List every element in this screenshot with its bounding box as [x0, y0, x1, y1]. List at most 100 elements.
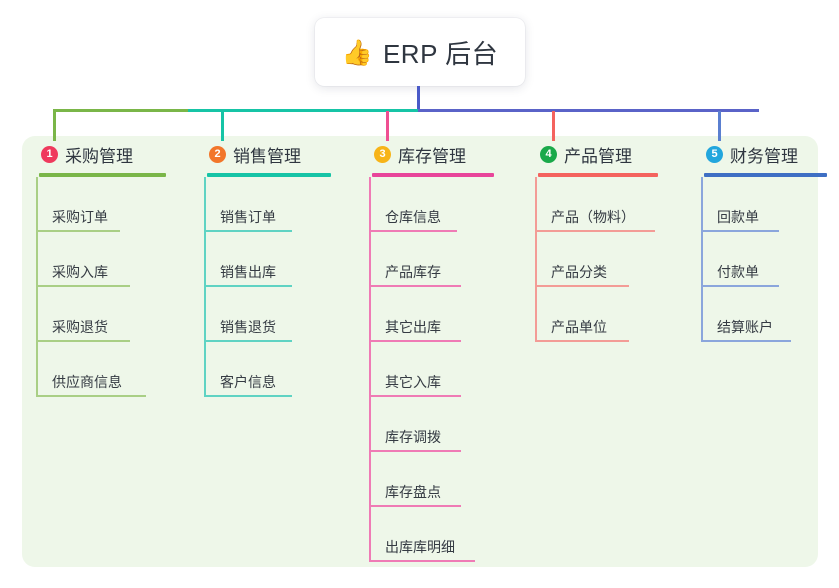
drop-connector-purchase [53, 111, 56, 141]
menu-item-label: 销售订单 [220, 209, 276, 225]
bus-segment-teal [188, 109, 418, 112]
menu-item[interactable]: 仓库信息 [369, 177, 515, 232]
drop-connector-sales [221, 111, 224, 141]
column-badge-product: 4 [540, 146, 557, 163]
column-header-inventory[interactable]: 3 库存管理 [355, 141, 515, 168]
menu-item-label: 其它出库 [385, 319, 441, 335]
menu-item-label: 出库库明细 [385, 539, 455, 555]
menu-item-rule [703, 230, 779, 232]
menu-item[interactable]: 出库库明细 [369, 507, 515, 562]
menu-item[interactable]: 产品库存 [369, 232, 515, 287]
column-purchase: 1 采购管理采购订单采购入库采购退货供应商信息 [22, 141, 182, 397]
menu-item-rule [371, 230, 457, 232]
drop-connector-finance [718, 111, 721, 141]
menu-item-label: 采购退货 [52, 319, 108, 335]
menu-item[interactable]: 客户信息 [204, 342, 350, 397]
menu-item[interactable]: 销售出库 [204, 232, 350, 287]
menu-item-label: 供应商信息 [52, 374, 122, 390]
column-header-purchase[interactable]: 1 采购管理 [22, 141, 182, 168]
root-node-title: ERP 后台 [382, 38, 499, 69]
menu-item[interactable]: 库存调拨 [369, 397, 515, 452]
root-stem-connector [417, 86, 420, 111]
menu-item-label: 采购订单 [52, 209, 108, 225]
menu-item-rule [371, 560, 475, 562]
column-underline-finance [704, 173, 827, 177]
menu-item-rule [206, 285, 292, 287]
column-inventory: 3 库存管理仓库信息产品库存其它出库其它入库库存调拨库存盘点出库库明细 [355, 141, 515, 562]
menu-item[interactable]: 结算账户 [701, 287, 837, 342]
column-badge-inventory: 3 [374, 146, 391, 163]
menu-item-label: 回款单 [717, 209, 759, 225]
menu-item-rule [206, 395, 292, 397]
column-header-finance[interactable]: 5 财务管理 [687, 141, 837, 168]
menu-item[interactable]: 其它入库 [369, 342, 515, 397]
menu-item-rule [537, 340, 629, 342]
column-underline-inventory [372, 173, 494, 177]
menu-item-rule [371, 505, 461, 507]
column-title-sales: 销售管理 [233, 147, 301, 166]
column-header-product[interactable]: 4 产品管理 [521, 141, 681, 168]
bus-segment-purple [418, 109, 759, 112]
menu-item-rule [206, 340, 292, 342]
column-items-sales: 销售订单销售出库销售退货客户信息 [190, 177, 350, 397]
column-header-sales[interactable]: 2 销售管理 [190, 141, 350, 168]
tree-spine-inventory [369, 177, 371, 562]
menu-item[interactable]: 付款单 [701, 232, 837, 287]
menu-item-rule [206, 230, 292, 232]
menu-item[interactable]: 其它出库 [369, 287, 515, 342]
menu-item[interactable]: 供应商信息 [36, 342, 182, 397]
column-title-inventory: 库存管理 [398, 147, 466, 166]
menu-item-label: 其它入库 [385, 374, 441, 390]
tree-spine-product [535, 177, 537, 342]
menu-item[interactable]: 库存盘点 [369, 452, 515, 507]
menu-item[interactable]: 回款单 [701, 177, 837, 232]
menu-item[interactable]: 产品单位 [535, 287, 681, 342]
menu-item-rule [537, 285, 629, 287]
menu-item[interactable]: 销售订单 [204, 177, 350, 232]
menu-item-rule [371, 395, 461, 397]
column-title-product: 产品管理 [564, 147, 632, 166]
menu-item-label: 仓库信息 [385, 209, 441, 225]
menu-item-label: 产品库存 [385, 264, 441, 280]
tree-spine-finance [701, 177, 703, 342]
menu-item-rule [537, 230, 655, 232]
menu-item-label: 产品（物料） [551, 209, 635, 225]
menu-item[interactable]: 产品（物料） [535, 177, 681, 232]
column-items-product: 产品（物料） 产品分类产品单位 [521, 177, 681, 342]
column-finance: 5 财务管理回款单付款单结算账户 [687, 141, 837, 342]
menu-item-label: 客户信息 [220, 374, 276, 390]
drop-connector-inventory [386, 111, 389, 141]
column-title-purchase: 采购管理 [65, 147, 133, 166]
tree-spine-sales [204, 177, 206, 397]
column-badge-finance: 5 [706, 146, 723, 163]
column-underline-sales [207, 173, 331, 177]
diagram-panel [22, 136, 818, 567]
menu-item-rule [38, 285, 130, 287]
menu-item[interactable]: 产品分类 [535, 232, 681, 287]
column-items-finance: 回款单付款单结算账户 [687, 177, 837, 342]
menu-item[interactable]: 采购入库 [36, 232, 182, 287]
menu-item-rule [703, 340, 791, 342]
menu-item-label: 付款单 [717, 264, 759, 280]
column-items-purchase: 采购订单采购入库采购退货供应商信息 [22, 177, 182, 397]
tree-spine-purchase [36, 177, 38, 397]
menu-item[interactable]: 销售退货 [204, 287, 350, 342]
column-underline-product [538, 173, 658, 177]
menu-item-label: 结算账户 [717, 319, 773, 335]
menu-item[interactable]: 采购退货 [36, 287, 182, 342]
column-badge-sales: 2 [209, 146, 226, 163]
column-title-finance: 财务管理 [730, 147, 798, 166]
root-node-card[interactable]: 👍 ERP 后台 [315, 18, 525, 86]
menu-item-rule [371, 285, 461, 287]
menu-item-rule [703, 285, 779, 287]
menu-item-rule [38, 340, 130, 342]
menu-item-rule [38, 230, 120, 232]
column-badge-purchase: 1 [41, 146, 58, 163]
menu-item-rule [371, 340, 461, 342]
menu-item[interactable]: 采购订单 [36, 177, 182, 232]
column-sales: 2 销售管理销售订单销售出库销售退货客户信息 [190, 141, 350, 397]
column-underline-purchase [39, 173, 166, 177]
column-product: 4 产品管理产品（物料） 产品分类产品单位 [521, 141, 681, 342]
menu-item-label: 销售出库 [220, 264, 276, 280]
